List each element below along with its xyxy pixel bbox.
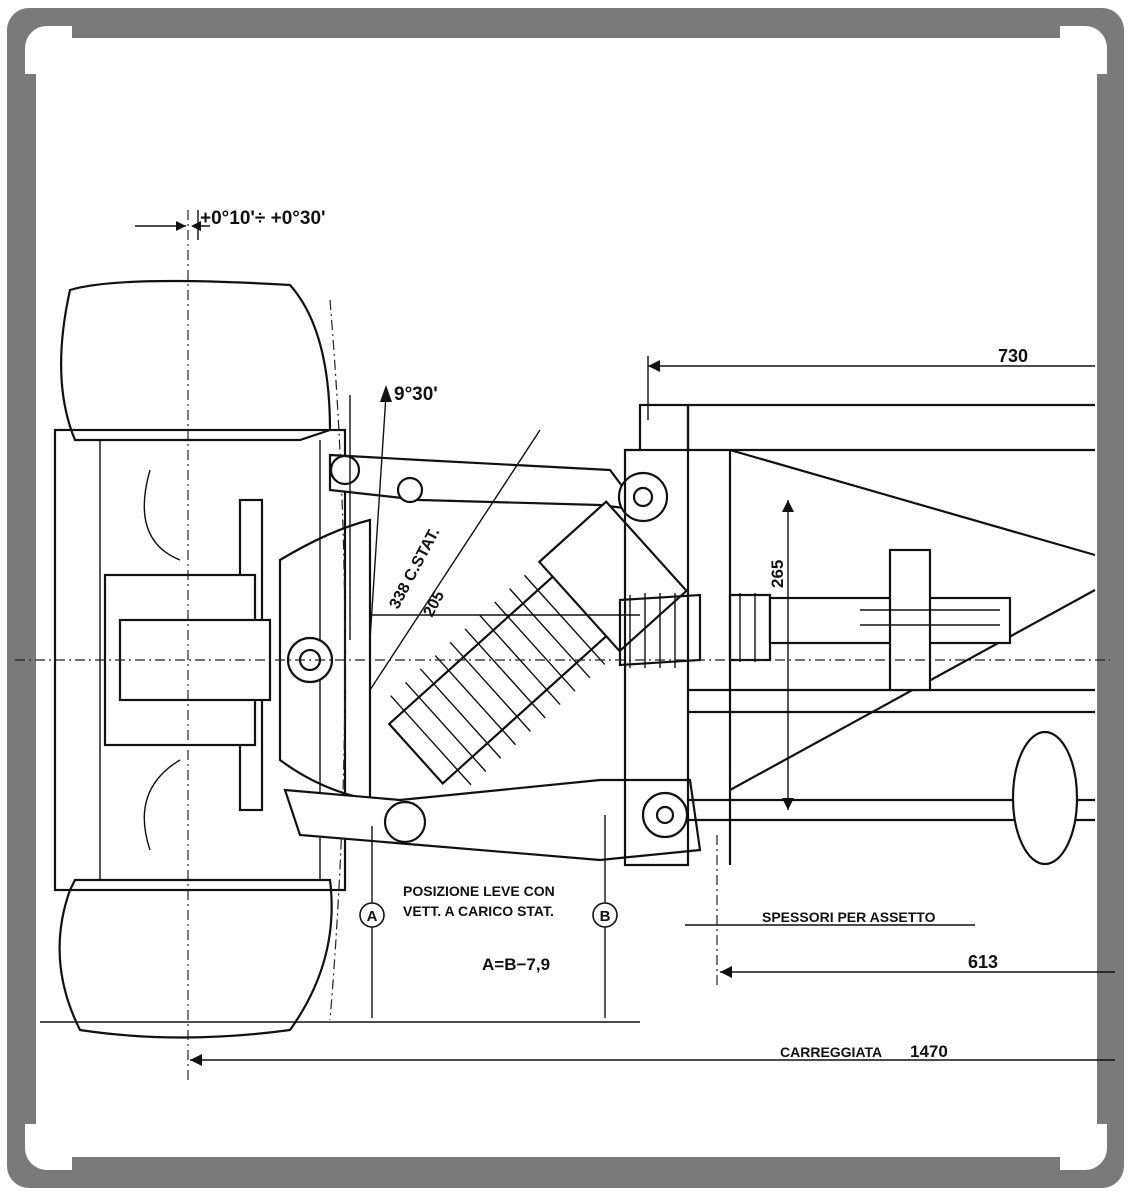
dim-730: 730 xyxy=(998,346,1028,366)
dim-265: 265 xyxy=(768,560,787,588)
marker-a-group xyxy=(359,826,385,1018)
marker-b-group xyxy=(592,815,618,1018)
camber-label: +0°10'÷ +0°30' xyxy=(200,208,326,229)
lower-wishbone xyxy=(283,778,702,862)
dim-730-line xyxy=(647,356,1095,420)
spring-dim-line xyxy=(369,429,541,691)
track-value: 1470 xyxy=(910,1042,948,1061)
camber-dimension xyxy=(135,210,210,240)
note-line-2: VETT. A CARICO STAT. xyxy=(403,903,554,919)
steering-rack xyxy=(370,548,1012,692)
marker-b: B xyxy=(600,908,611,925)
formula: A=B−7,9 xyxy=(482,955,550,974)
note-line-1: POSIZIONE LEVE CON xyxy=(403,883,555,899)
shims-label: SPESSORI PER ASSETTO xyxy=(762,909,936,925)
kingpin-axis xyxy=(349,394,387,641)
track-label: CARREGGIATA xyxy=(780,1044,882,1060)
marker-a: A xyxy=(367,908,378,925)
dim-613: 613 xyxy=(968,952,998,972)
upper-wishbone xyxy=(328,453,669,523)
kingpin-angle-label: 9°30' xyxy=(394,384,438,405)
